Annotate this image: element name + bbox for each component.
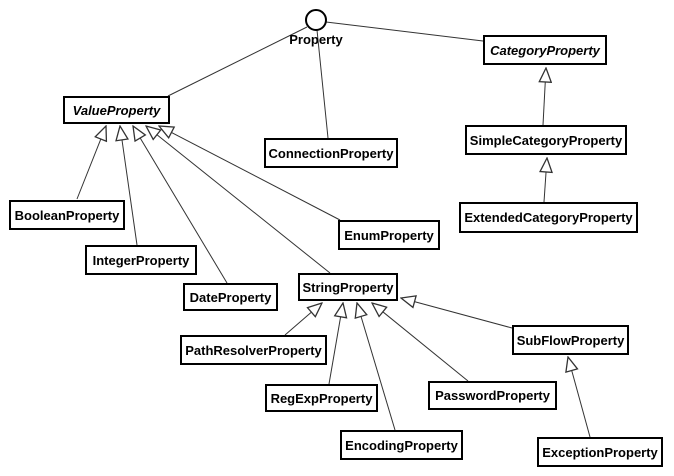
class-box-passwordproperty[interactable]: PasswordProperty <box>428 381 557 410</box>
edge-valueproperty-property <box>167 26 308 97</box>
class-label: CategoryProperty <box>490 42 600 58</box>
class-label: StringProperty <box>302 279 394 295</box>
class-label: EncodingProperty <box>345 437 458 453</box>
edge-passwordproperty-stringproperty <box>372 303 469 382</box>
class-box-booleanproperty[interactable]: BooleanProperty <box>9 200 125 230</box>
class-label: RegExpProperty <box>270 390 373 406</box>
edge-connectionproperty-property <box>316 29 329 139</box>
class-box-stringproperty[interactable]: StringProperty <box>298 273 398 301</box>
edge-exceptionproperty-subflowproperty <box>568 357 591 438</box>
edge-enumproperty-valueproperty <box>159 126 341 221</box>
class-label: ExtendedCategoryProperty <box>464 210 633 225</box>
edge-encodingproperty-stringproperty <box>357 303 396 431</box>
class-label: ValueProperty <box>72 102 161 118</box>
class-label: EnumProperty <box>344 227 434 243</box>
edge-integerproperty-valueproperty <box>120 126 138 246</box>
class-label: BooleanProperty <box>14 207 120 223</box>
class-label: ConnectionProperty <box>268 145 394 161</box>
edge-extendedcategoryproperty-simplecategoryproperty <box>544 158 547 203</box>
class-label: ExceptionProperty <box>542 444 658 460</box>
class-box-simplecategoryproperty[interactable]: SimpleCategoryProperty <box>465 125 627 155</box>
edge-regexpproperty-stringproperty <box>328 303 343 385</box>
interface-label-property: Property <box>289 32 343 47</box>
edge-categoryproperty-property <box>325 21 484 42</box>
edge-booleanproperty-valueproperty <box>76 126 106 200</box>
interface-circle-property[interactable] <box>305 9 327 31</box>
class-box-encodingproperty[interactable]: EncodingProperty <box>340 430 463 460</box>
edge-pathresolverproperty-stringproperty <box>284 303 322 336</box>
class-label: PathResolverProperty <box>185 342 322 358</box>
class-label: SubFlowProperty <box>516 332 625 348</box>
class-box-regexpproperty[interactable]: RegExpProperty <box>265 384 378 412</box>
class-box-categoryproperty[interactable]: CategoryProperty <box>483 35 607 65</box>
class-label: SimpleCategoryProperty <box>469 132 623 148</box>
class-label: DateProperty <box>189 289 272 305</box>
edge-stringproperty-valueproperty <box>146 126 331 274</box>
class-box-subflowproperty[interactable]: SubFlowProperty <box>512 325 629 355</box>
class-label: PasswordProperty <box>435 388 550 403</box>
edge-simplecategoryproperty-categoryproperty <box>543 68 546 126</box>
class-box-exceptionproperty[interactable]: ExceptionProperty <box>537 437 663 467</box>
class-box-extendedcategoryproperty[interactable]: ExtendedCategoryProperty <box>459 202 638 233</box>
edge-dateproperty-valueproperty <box>133 126 228 284</box>
class-label: IntegerProperty <box>92 252 190 268</box>
class-box-integerproperty[interactable]: IntegerProperty <box>85 245 197 275</box>
class-box-connectionproperty[interactable]: ConnectionProperty <box>264 138 398 168</box>
edge-subflowproperty-stringproperty <box>401 298 513 329</box>
class-box-valueproperty[interactable]: ValueProperty <box>63 96 170 124</box>
class-box-pathresolverproperty[interactable]: PathResolverProperty <box>180 335 327 365</box>
class-box-enumproperty[interactable]: EnumProperty <box>338 220 440 250</box>
class-box-dateproperty[interactable]: DateProperty <box>183 283 278 311</box>
